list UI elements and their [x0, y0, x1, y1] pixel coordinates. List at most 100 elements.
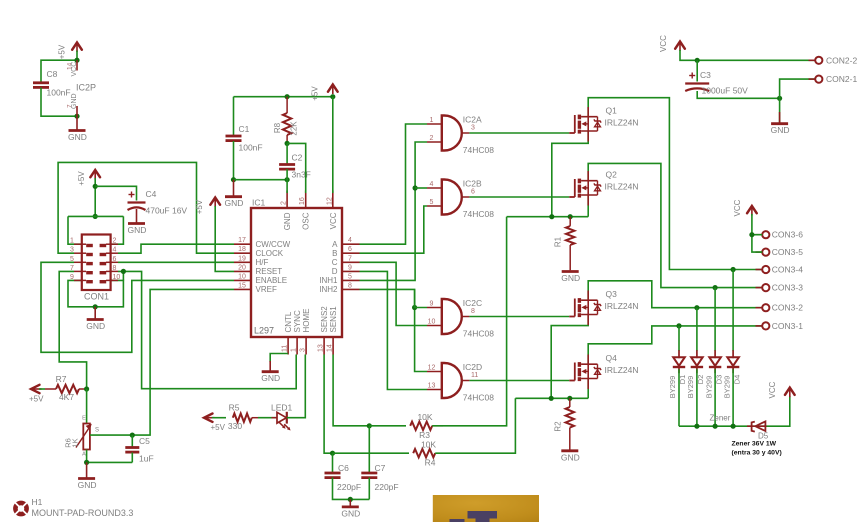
svg-text:15: 15: [238, 282, 246, 289]
svg-text:7: 7: [70, 265, 74, 272]
svg-text:1uF: 1uF: [139, 454, 154, 464]
svg-text:GND: GND: [71, 93, 78, 109]
svg-text:74HC08: 74HC08: [463, 209, 494, 219]
svg-text:1: 1: [70, 238, 74, 245]
svg-text:R7: R7: [56, 374, 67, 384]
svg-text:20: 20: [238, 264, 246, 271]
svg-text:SYNC: SYNC: [293, 310, 302, 332]
svg-text:3: 3: [471, 125, 475, 132]
svg-text:R1: R1: [554, 236, 563, 247]
svg-text:R6: R6: [64, 438, 73, 448]
svg-text:10K: 10K: [417, 412, 432, 422]
svg-text:LED1: LED1: [271, 403, 293, 413]
svg-text:6: 6: [113, 256, 117, 263]
svg-text:5: 5: [348, 273, 352, 280]
svg-text:Q2: Q2: [606, 170, 618, 180]
svg-text:L297: L297: [254, 326, 274, 336]
svg-text:R2: R2: [554, 421, 563, 432]
svg-text:6: 6: [348, 246, 352, 253]
svg-text:GND: GND: [78, 480, 97, 490]
svg-text:GND: GND: [261, 373, 280, 383]
svg-text:220pF: 220pF: [375, 482, 399, 492]
svg-text:D3: D3: [714, 375, 723, 385]
svg-text:CW/CCW: CW/CCW: [256, 240, 291, 249]
svg-text:9: 9: [430, 301, 434, 308]
svg-text:100nF: 100nF: [47, 88, 71, 98]
svg-text:C4: C4: [146, 189, 157, 199]
svg-text:11: 11: [282, 345, 289, 352]
svg-text:5: 5: [430, 199, 434, 206]
svg-text:+5V: +5V: [311, 86, 320, 101]
svg-text:CON2-1: CON2-1: [826, 74, 857, 84]
svg-text:2: 2: [281, 201, 288, 205]
svg-text:74HC08: 74HC08: [463, 329, 494, 339]
svg-text:330: 330: [228, 421, 242, 431]
svg-text:CON1: CON1: [84, 292, 109, 302]
svg-text:5: 5: [70, 256, 74, 263]
svg-text:10: 10: [238, 273, 246, 280]
svg-text:BY299: BY299: [686, 376, 695, 399]
svg-text:C2: C2: [292, 153, 303, 163]
svg-text:19: 19: [238, 255, 246, 262]
svg-text:CON2-2: CON2-2: [826, 55, 857, 65]
svg-text:2: 2: [113, 238, 117, 245]
svg-text:H/F: H/F: [256, 258, 269, 267]
svg-text:VREF: VREF: [256, 285, 277, 294]
svg-text:16: 16: [299, 197, 306, 205]
svg-text:VCC: VCC: [71, 62, 78, 77]
svg-text:IC1: IC1: [252, 198, 266, 208]
svg-text:VCC: VCC: [733, 199, 742, 216]
svg-text:Q1: Q1: [606, 106, 618, 116]
svg-text:6: 6: [471, 189, 475, 196]
svg-text:S: S: [95, 428, 99, 434]
svg-text:10: 10: [428, 319, 436, 326]
svg-text:17: 17: [238, 237, 246, 244]
svg-text:CLOCK: CLOCK: [256, 249, 284, 258]
svg-text:GND: GND: [341, 508, 360, 518]
svg-text:100nF: 100nF: [239, 143, 263, 153]
svg-text:IC2A: IC2A: [463, 115, 482, 125]
svg-text:CON3-1: CON3-1: [772, 321, 803, 331]
svg-text:+5V: +5V: [58, 44, 67, 59]
svg-text:Q4: Q4: [606, 353, 618, 363]
svg-text:VCC: VCC: [768, 381, 777, 398]
svg-text:8: 8: [113, 265, 117, 272]
svg-text:HOME: HOME: [302, 309, 311, 333]
svg-text:18: 18: [238, 246, 246, 253]
svg-text:C1: C1: [239, 124, 250, 134]
svg-text:IRLZ24N: IRLZ24N: [605, 365, 639, 375]
svg-text:4: 4: [113, 247, 117, 254]
svg-text:+5V: +5V: [29, 395, 44, 404]
svg-text:13: 13: [318, 344, 325, 352]
svg-text:R4: R4: [425, 458, 436, 468]
svg-text:H1: H1: [32, 497, 43, 507]
svg-text:CON3-4: CON3-4: [772, 265, 803, 275]
svg-text:CNTL: CNTL: [284, 311, 293, 332]
svg-text:CON3-6: CON3-6: [772, 230, 803, 240]
svg-text:D: D: [332, 267, 338, 276]
svg-text:1000uF 50V: 1000uF 50V: [702, 86, 749, 96]
svg-text:14: 14: [327, 344, 334, 352]
svg-text:C5: C5: [139, 436, 150, 446]
svg-text:MOUNT-PAD-ROUND3.3: MOUNT-PAD-ROUND3.3: [32, 508, 134, 518]
svg-text:IC2B: IC2B: [463, 179, 482, 189]
svg-text:BY299: BY299: [668, 376, 677, 399]
svg-text:Zener 36V 1W: Zener 36V 1W: [732, 441, 777, 448]
svg-text:10K: 10K: [421, 440, 436, 450]
svg-text:INH1: INH1: [319, 276, 338, 285]
svg-text:CON3-5: CON3-5: [772, 247, 803, 257]
svg-text:C6: C6: [338, 463, 349, 473]
svg-text:9: 9: [70, 274, 74, 281]
svg-text:3n3F: 3n3F: [292, 170, 311, 180]
svg-text:GND: GND: [771, 125, 790, 135]
svg-text:GND: GND: [86, 321, 105, 331]
svg-text:R8: R8: [273, 122, 282, 133]
svg-text:C7: C7: [375, 463, 386, 473]
svg-text:12: 12: [428, 365, 436, 372]
svg-text:RESET: RESET: [256, 267, 283, 276]
svg-text:4: 4: [430, 181, 434, 188]
svg-text:R5: R5: [229, 403, 240, 413]
svg-text:D2: D2: [696, 375, 705, 385]
svg-text:11: 11: [471, 372, 478, 379]
svg-text:Zener: Zener: [710, 414, 731, 423]
